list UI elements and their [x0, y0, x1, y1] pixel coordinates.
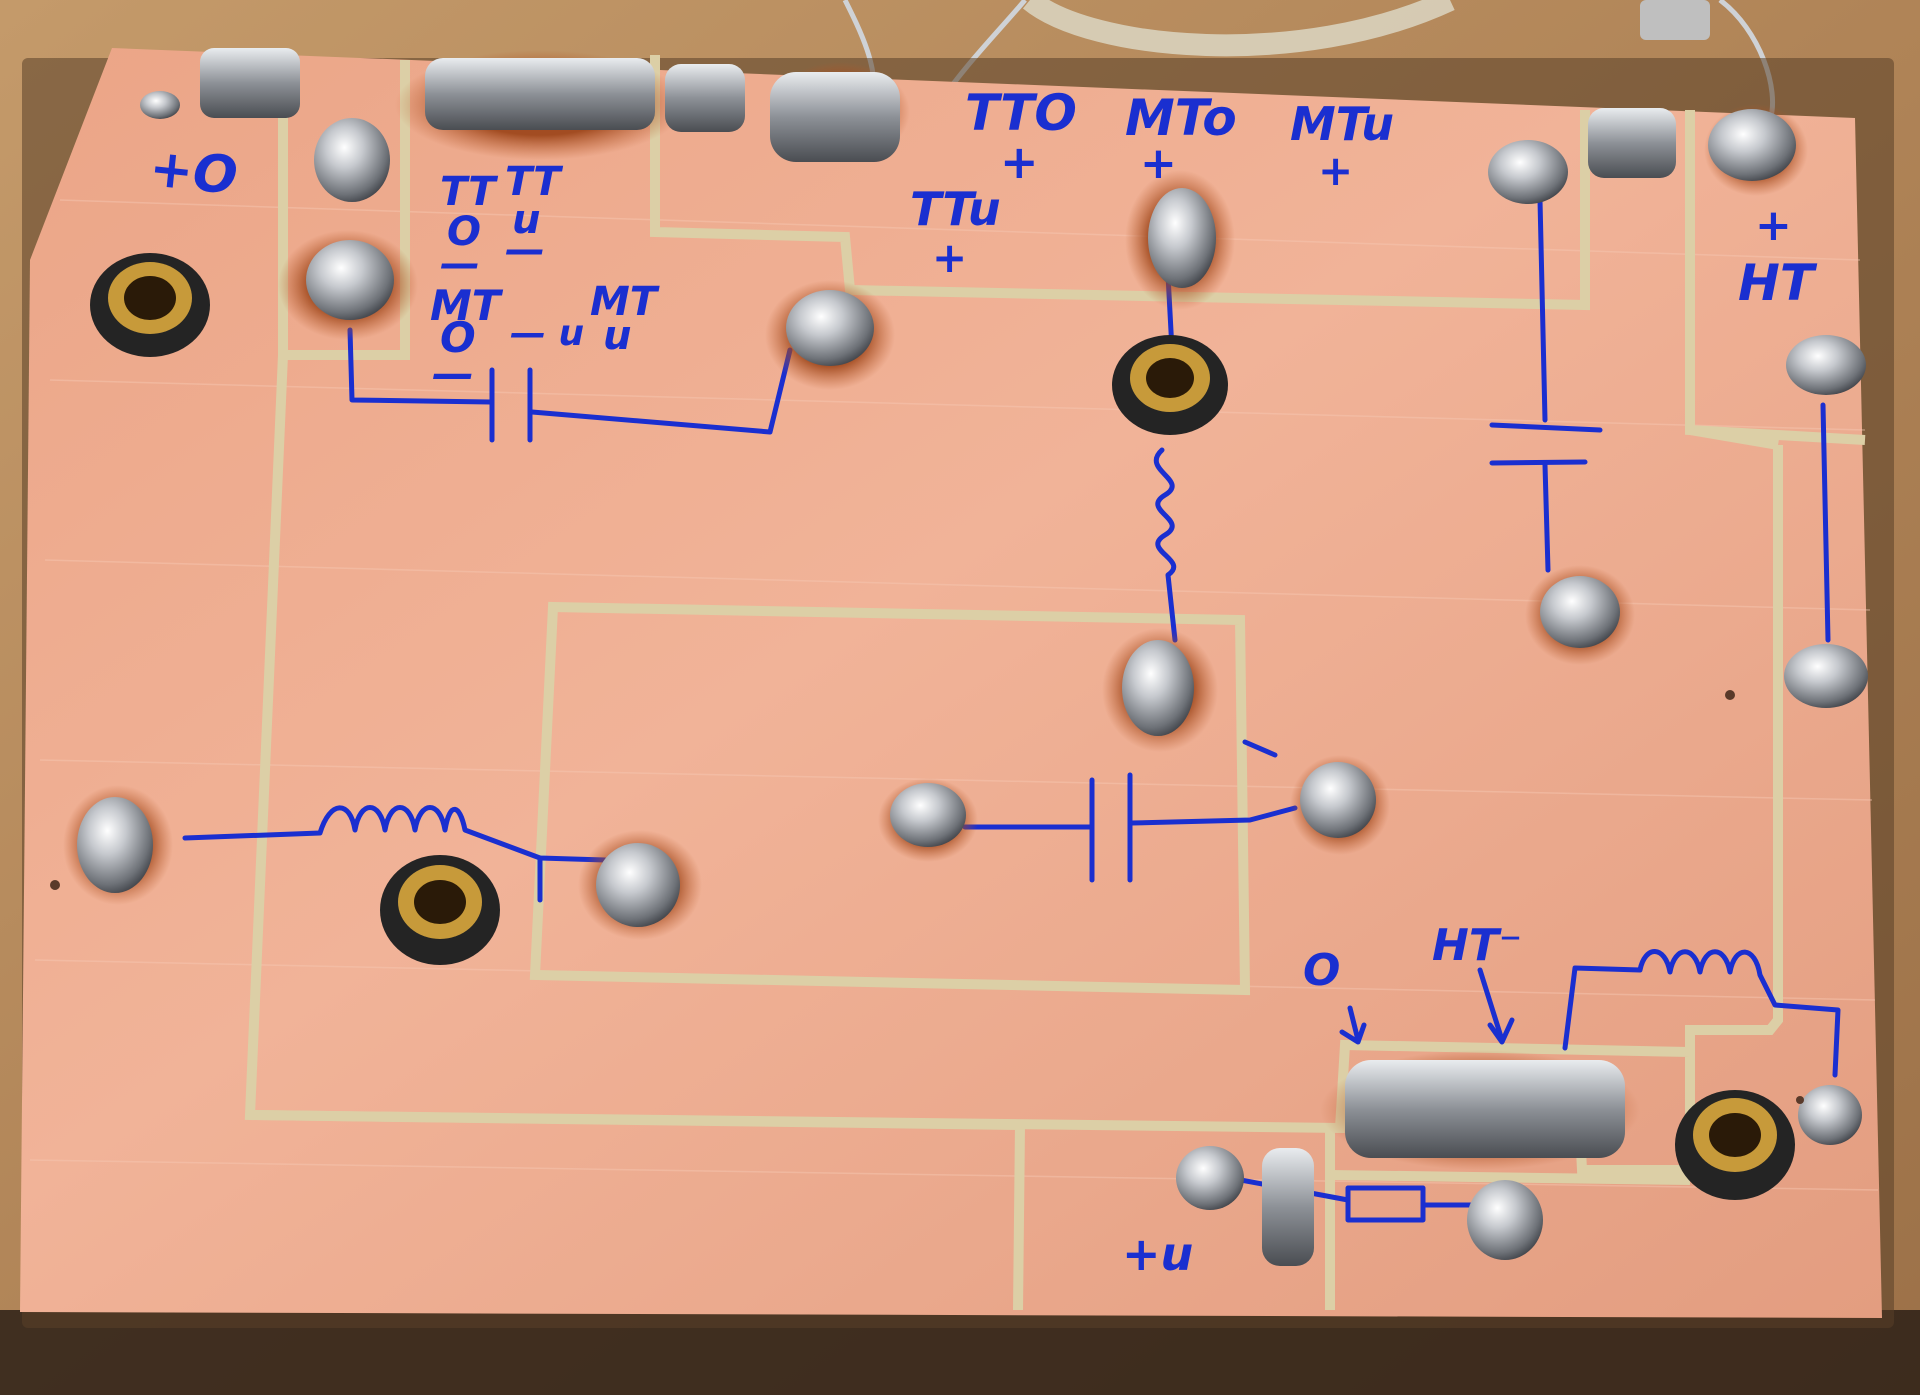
connector-top-right — [1640, 0, 1710, 40]
solder-joints — [63, 104, 1868, 1266]
label-mt-u-plus: MTu — [1290, 97, 1394, 151]
label-plus-u-bottom: +u — [1122, 1227, 1193, 1281]
jack-bottom-right — [1675, 1090, 1795, 1200]
isolation-grooves — [244, 55, 1866, 1311]
pcb-board — [20, 48, 1882, 1318]
cable-bundle — [1022, 0, 1455, 57]
label-ht-plus-sign: + — [1755, 200, 1792, 251]
label-tt-o-plus: TTO — [965, 84, 1077, 142]
small-holes — [50, 690, 1804, 1104]
jack-left-bottom — [380, 855, 500, 965]
label-mt-u-plus-sign: + — [1318, 146, 1353, 195]
label-ht-minus: HT⁻ — [1432, 920, 1522, 971]
solder-top-left — [140, 48, 300, 119]
jack-center-top — [1112, 335, 1228, 435]
label-mt-o-plus-sign: + — [1140, 138, 1177, 189]
label-o-minus: O — [1303, 945, 1340, 996]
label-mt-o-plus: MTo — [1125, 89, 1237, 147]
solder-top-strip — [395, 50, 910, 162]
label-plus-o-left: +O — [147, 138, 241, 207]
label-ht-plus: HT — [1738, 254, 1818, 312]
label-tt-u-plus-sign: + — [932, 233, 967, 282]
label-tt-u-plus: TTu — [910, 182, 1001, 236]
label-tt-o-plus-sign: + — [1000, 135, 1039, 189]
label-mt-u-minus-a: — u — [510, 313, 584, 354]
jack-top-left — [90, 253, 210, 357]
